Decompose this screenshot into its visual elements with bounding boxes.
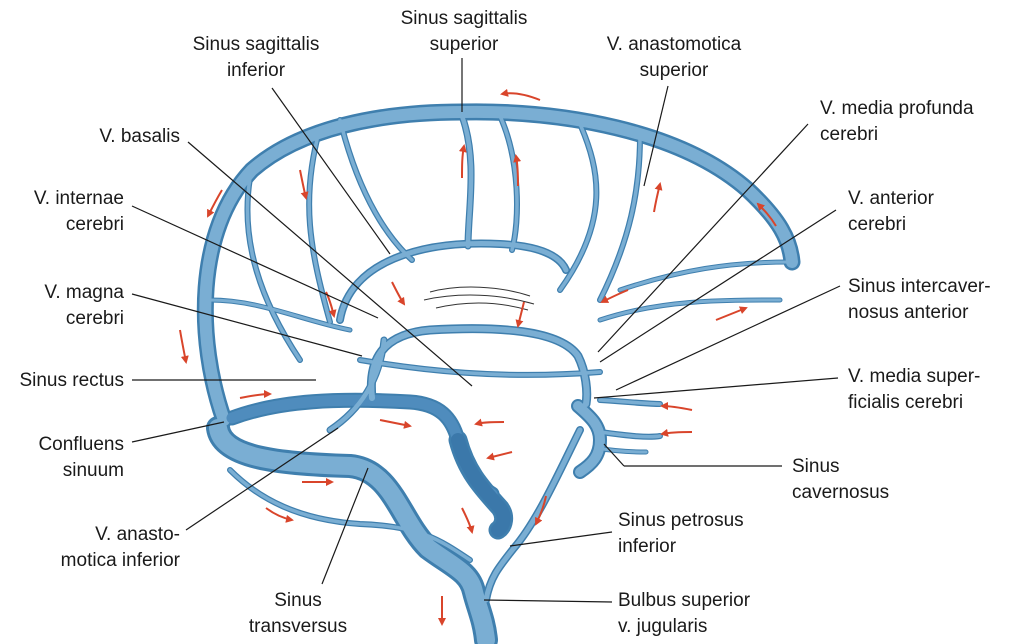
flow-arrow	[513, 154, 522, 187]
label-v-media-profunda-cerebri: V. media profunda cerebri	[820, 96, 974, 148]
leader-v-anterior-cerebri	[599, 209, 837, 363]
leader-sinus-transversus	[321, 467, 369, 585]
label-line: Sinus intercaver-	[848, 276, 991, 297]
vein-fill-layer	[199, 105, 798, 644]
flow-arrow	[265, 507, 294, 523]
label-line: ficialis cerebri	[848, 392, 964, 413]
flow-arrow	[660, 428, 693, 437]
label-line: Sinus rectus	[19, 370, 124, 391]
label-line: v. jugularis	[618, 616, 708, 637]
label-line: nosus anterior	[848, 302, 969, 323]
label-line: Bulbus superior	[618, 590, 751, 611]
label-sinus-sagittalis-inferior: Sinus sagittalis inferior	[176, 32, 336, 84]
leader-v-internae-cerebri	[131, 205, 379, 319]
leader-lines	[131, 58, 841, 603]
cortical-vein-9	[617, 259, 793, 293]
label-sinus-sagittalis-superior: Sinus sagittalis superior	[384, 6, 544, 58]
label-line: motica inferior	[60, 550, 180, 571]
label-line: Confluens	[38, 434, 124, 455]
label-line: superior	[429, 34, 499, 55]
flow-arrow	[535, 495, 547, 526]
label-line: cerebri	[65, 214, 124, 235]
label-line: V. media profunda	[820, 98, 974, 119]
label-line: cerebri	[65, 308, 124, 329]
label-line: cavernosus	[792, 482, 890, 503]
flow-arrow	[715, 306, 748, 321]
label-line: Sinus sagittalis	[400, 8, 528, 29]
label-line: superior	[639, 60, 709, 81]
inferior-sagittal-sinus	[336, 239, 570, 324]
label-sinus-rectus: Sinus rectus	[0, 368, 124, 394]
flow-arrow	[325, 291, 337, 318]
flow-arrow	[207, 189, 223, 218]
flow-arrow	[660, 402, 693, 411]
cortical-vein-2	[337, 117, 415, 263]
label-line: V. internae	[33, 188, 124, 209]
flow-arrow	[486, 451, 513, 461]
label-line: V. magna	[44, 282, 124, 303]
flow-arrow	[600, 289, 629, 303]
label-line: Sinus sagittalis	[192, 34, 320, 55]
label-line: V. anastomotica	[606, 34, 742, 55]
leader-sinus-intercavernosus	[615, 285, 841, 391]
label-line: V. anterior	[848, 188, 934, 209]
flow-arrow	[474, 418, 505, 427]
leader-sinus-sagittalis-inferior	[271, 87, 391, 255]
flow-arrow	[500, 88, 541, 101]
flow-arrow	[461, 507, 475, 534]
label-line: Sinus	[274, 590, 322, 611]
label-sinus-transversus: Sinus transversus	[230, 588, 366, 640]
flow-arrow	[653, 182, 663, 213]
flow-arrows	[179, 88, 777, 626]
leader-v-basalis	[187, 141, 473, 387]
label-v-anterior-cerebri: V. anterior cerebri	[848, 186, 934, 238]
leader-bulbus-superior	[483, 599, 613, 603]
label-line: sinuum	[62, 460, 124, 481]
label-sinus-intercavernosus-anterior: Sinus intercaver- nosus anterior	[848, 274, 991, 326]
label-confluens-sinuum: Confluens sinuum	[0, 432, 124, 484]
label-line: V. media super-	[848, 366, 981, 387]
center-detail	[423, 286, 535, 311]
cortical-vein-6	[597, 133, 643, 303]
label-line: V. basalis	[99, 126, 180, 147]
leader-v-anastomotica-inferior	[185, 427, 339, 531]
label-line: inferior	[618, 536, 677, 557]
label-line: transversus	[248, 616, 348, 637]
leader-v-anastomotica-superior	[643, 85, 669, 187]
label-v-internae-cerebri: V. internae cerebri	[0, 186, 124, 238]
leader-sinus-cavernosus-b	[603, 443, 625, 467]
label-line: Sinus	[792, 456, 840, 477]
label-bulbus-superior-v-jugularis: Bulbus superior v. jugularis	[618, 588, 750, 640]
label-line: V. anasto-	[95, 524, 180, 545]
flow-arrow	[299, 169, 309, 200]
label-sinus-cavernosus: Sinus cavernosus	[792, 454, 889, 506]
flow-arrow	[239, 390, 272, 399]
flow-arrow	[179, 329, 189, 364]
label-line: inferior	[226, 60, 286, 81]
leader-sinus-petrosus-inferior	[509, 531, 613, 547]
leader-v-media-superficialis	[593, 377, 839, 399]
label-line: Sinus petrosus	[618, 510, 744, 531]
flow-arrow	[458, 144, 467, 179]
label-line: cerebri	[848, 214, 907, 235]
label-v-anastomotica-inferior: V. anasto- motica inferior	[0, 522, 180, 574]
label-line: cerebri	[820, 124, 879, 145]
label-v-magna-cerebri: V. magna cerebri	[0, 280, 124, 332]
flow-arrow	[391, 281, 406, 306]
label-v-media-superficialis-cerebri: V. media super- ficialis cerebri	[848, 364, 980, 416]
flow-arrow	[515, 301, 525, 328]
flow-arrow	[379, 419, 412, 429]
leader-v-magna-cerebri	[131, 293, 363, 357]
flow-arrow	[756, 202, 777, 227]
label-sinus-petrosus-inferior: Sinus petrosus inferior	[618, 508, 744, 560]
label-v-anastomotica-superior: V. anastomotica superior	[592, 32, 756, 84]
leader-v-media-profunda	[597, 123, 809, 353]
label-v-basalis: V. basalis	[0, 124, 180, 150]
leader-confluens-sinuum	[131, 421, 225, 443]
